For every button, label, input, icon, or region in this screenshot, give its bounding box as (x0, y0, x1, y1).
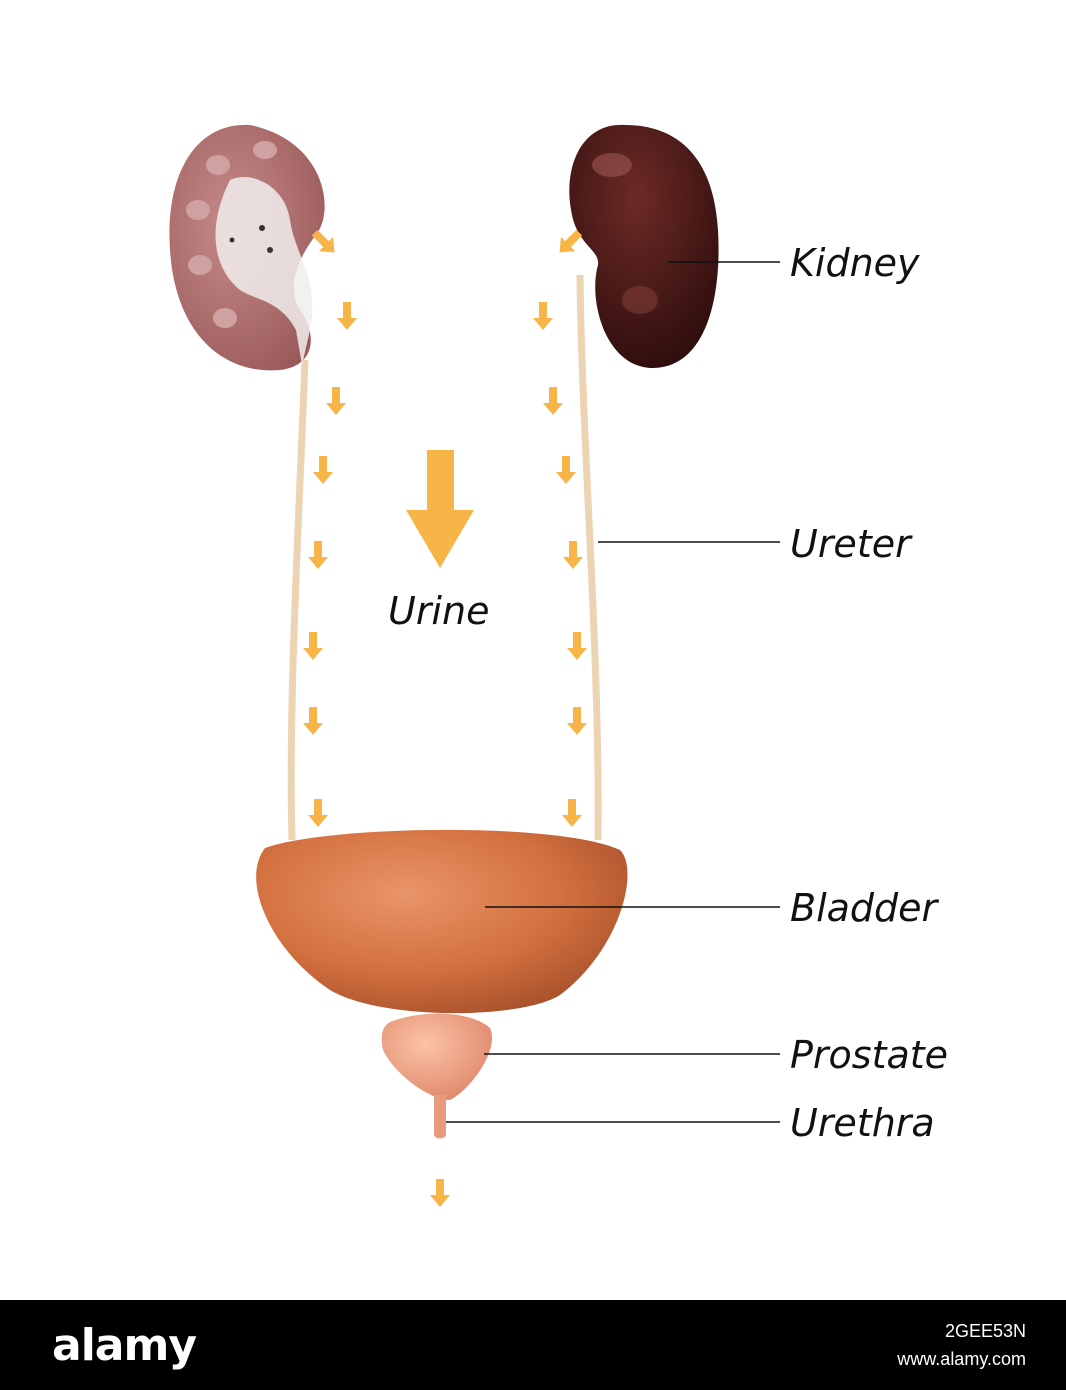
flow-arrow (567, 707, 587, 735)
ureter-label: Ureter (790, 522, 911, 566)
flow-arrow (303, 632, 323, 660)
prostate-label: Prostate (790, 1033, 949, 1077)
flow-arrow (533, 302, 553, 330)
flow-arrow (308, 799, 328, 827)
brand-logo: alamy (52, 1319, 197, 1371)
flow-arrow (556, 456, 576, 484)
flow-arrow (567, 632, 587, 660)
bladder (256, 829, 628, 1014)
flow-arrow (563, 541, 583, 569)
flow-arrow (430, 1179, 450, 1207)
site-url: www.alamy.com (897, 1349, 1026, 1369)
kidney-label: Kidney (790, 241, 920, 285)
urethra (434, 1095, 446, 1139)
urethra-label: Urethra (790, 1101, 935, 1145)
flow-arrow (562, 799, 582, 827)
bladder-label: Bladder (790, 886, 938, 930)
flow-arrow (303, 707, 323, 735)
kidney-cross-section (169, 124, 325, 371)
left-ureter (287, 359, 309, 841)
flow-arrow (543, 387, 563, 415)
flow-arrow (308, 541, 328, 569)
watermark-footer: alamy 2GEE53N www.alamy.com (0, 1300, 1066, 1390)
urinary-system-diagram (169, 124, 780, 1207)
urine-label: Urine (388, 589, 490, 633)
right-ureter (576, 274, 602, 841)
urine-flow-arrow (406, 450, 474, 568)
flow-arrow (337, 302, 357, 330)
prostate (381, 1013, 492, 1100)
image-id: 2GEE53N (944, 1321, 1026, 1341)
flow-arrow (326, 387, 346, 415)
kidney-whole (569, 124, 719, 369)
image-meta: 2GEE53N www.alamy.com (897, 1317, 1026, 1373)
leader-lines (446, 261, 780, 1123)
flow-arrow (313, 456, 333, 484)
